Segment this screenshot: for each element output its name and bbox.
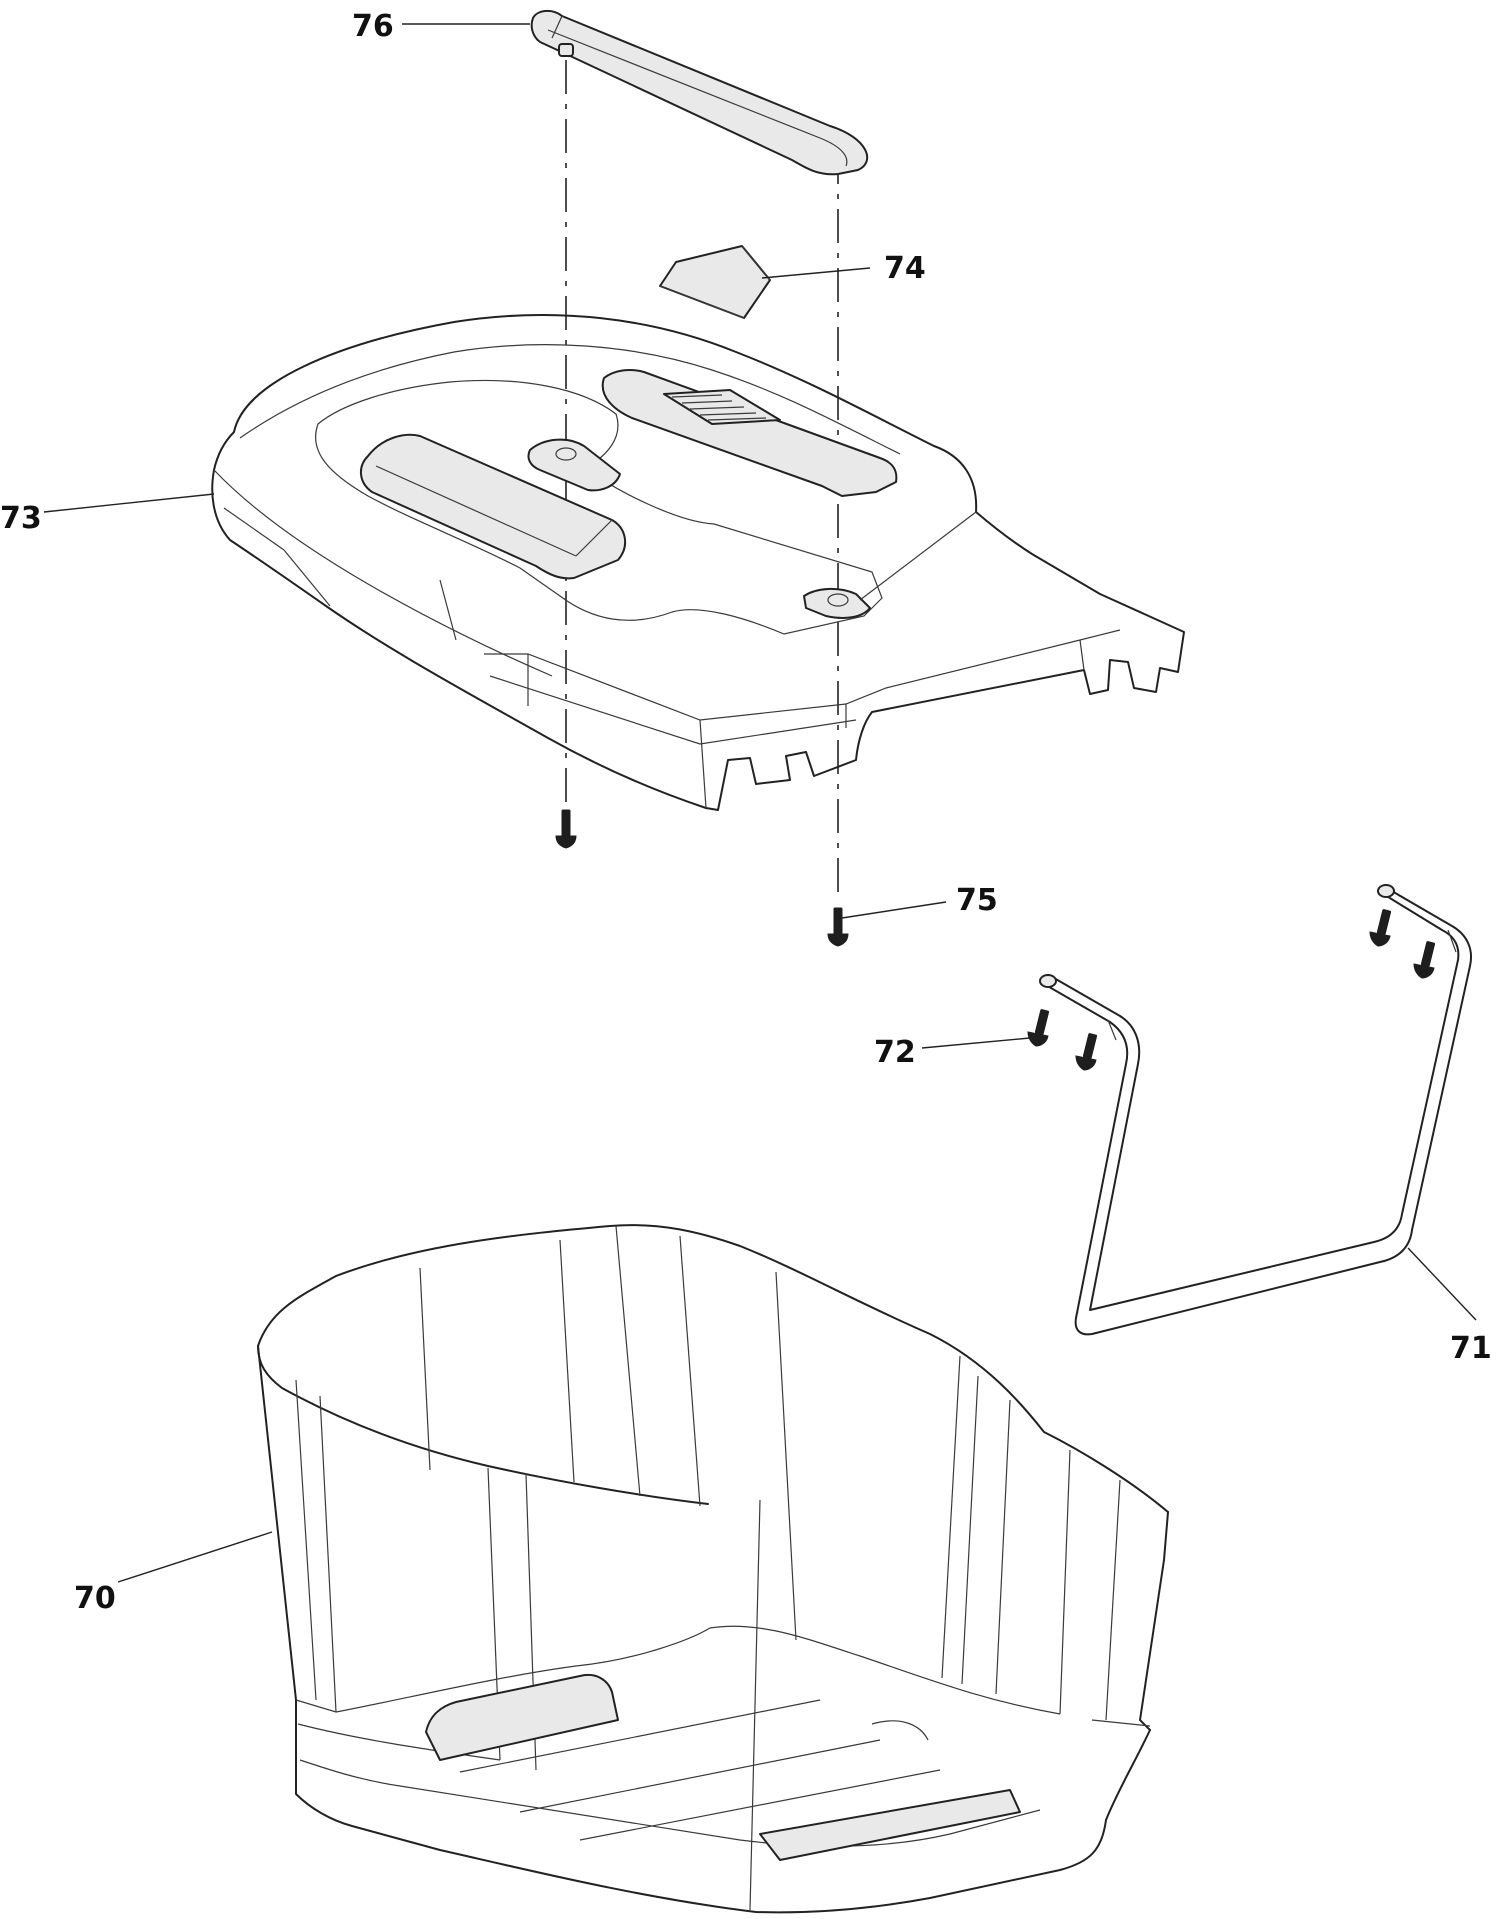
screw-icon — [1027, 1009, 1050, 1047]
screw-icon — [827, 907, 849, 947]
callout-72: 72 — [874, 1035, 916, 1070]
part-74-clip — [659, 245, 771, 319]
callout-70: 70 — [74, 1581, 116, 1616]
part-71-wire-frame — [1039, 884, 1472, 1336]
assembly-axis-lines — [565, 60, 839, 900]
part-70-basket — [257, 1224, 1169, 1914]
part-75-screws — [555, 809, 849, 947]
part-72-screws — [1027, 909, 1436, 1071]
callout-73: 73 — [0, 501, 42, 536]
screw-icon — [1075, 1033, 1098, 1071]
callout-76: 76 — [352, 9, 394, 44]
screw-icon — [1413, 941, 1436, 979]
callout-labels: 76 74 73 75 72 71 70 — [0, 9, 1492, 1616]
part-76-handle — [530, 10, 869, 176]
screw-icon — [1369, 909, 1392, 947]
callout-71: 71 — [1450, 1331, 1492, 1366]
vent-grille — [663, 389, 781, 425]
callout-75: 75 — [956, 883, 998, 918]
callout-74: 74 — [884, 251, 926, 286]
part-73-top-cover — [211, 314, 1185, 811]
screw-icon — [555, 809, 577, 849]
leader-lines — [43, 23, 1477, 1583]
